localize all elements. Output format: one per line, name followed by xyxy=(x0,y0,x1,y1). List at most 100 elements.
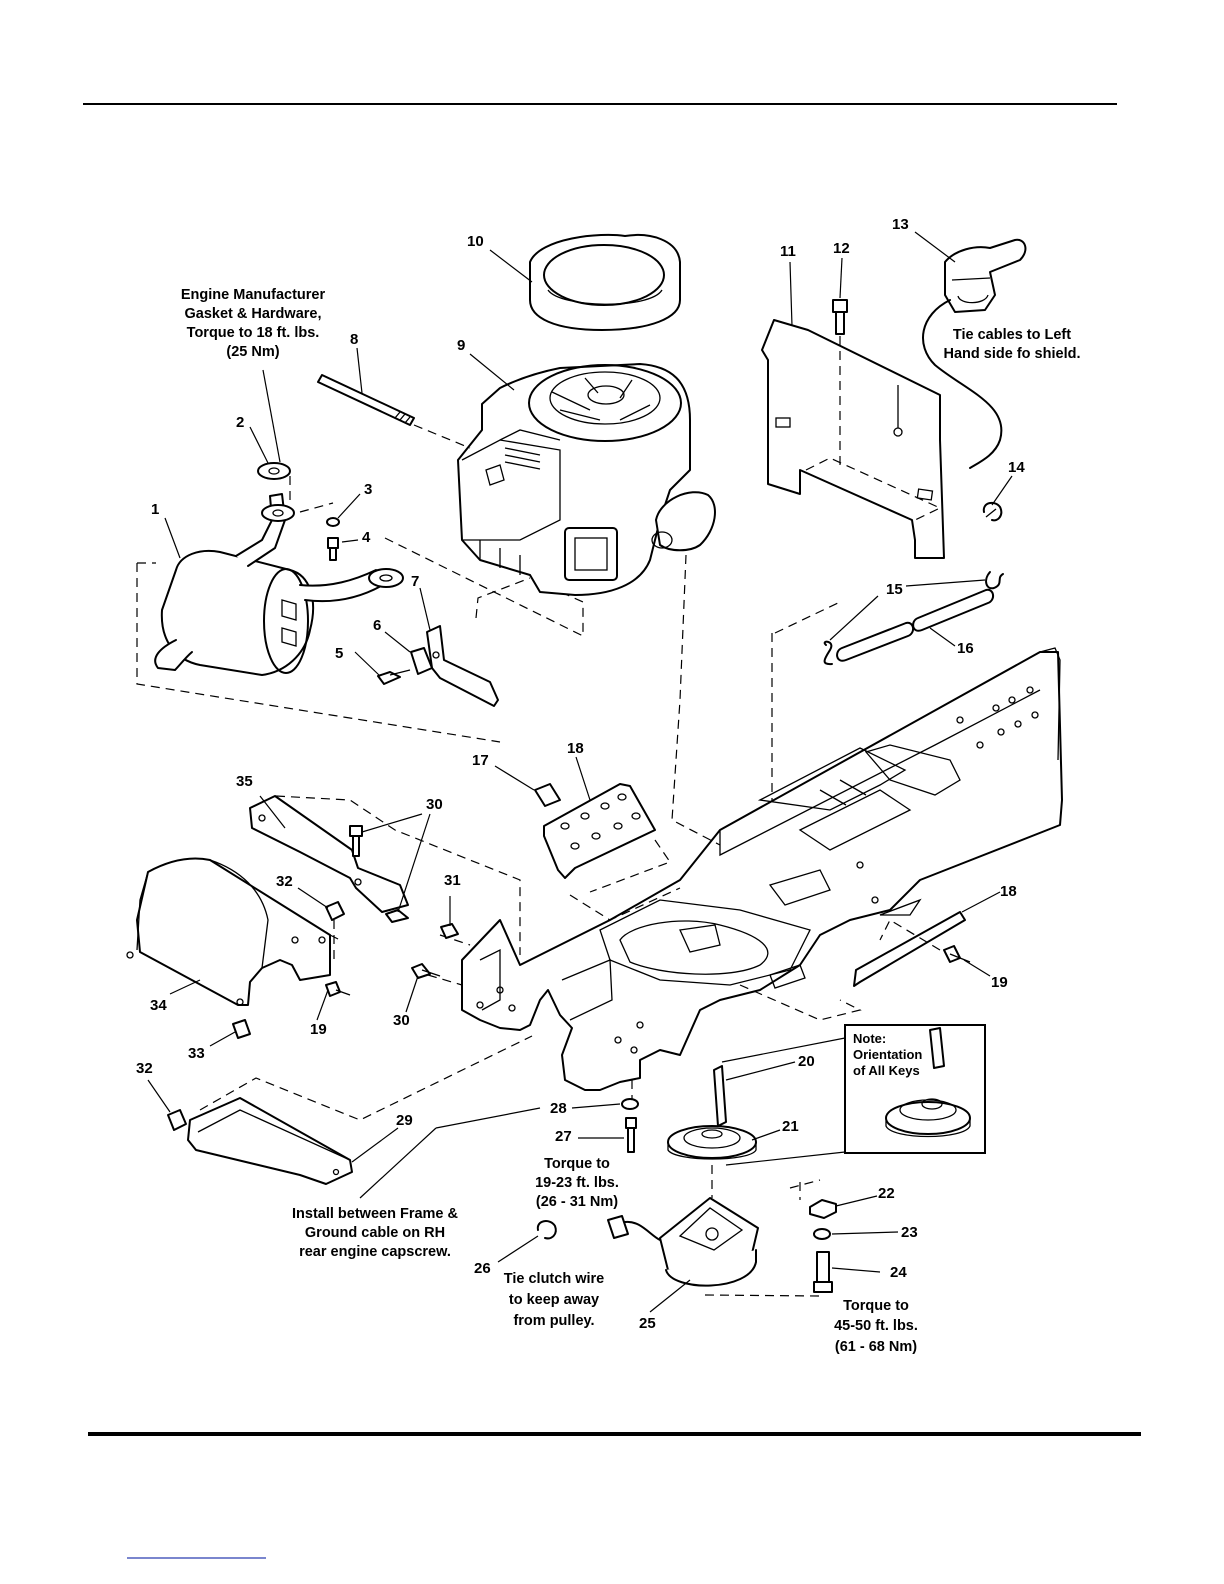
part-25-clutch xyxy=(607,1197,759,1287)
note-torque-27: Torque to 19-23 ft. lbs. (26 - 31 Nm) xyxy=(535,1156,619,1210)
part-30-screw-low xyxy=(411,963,441,979)
callout-29: 29 xyxy=(396,1112,413,1129)
callout-12: 12 xyxy=(833,240,850,257)
callout-5: 5 xyxy=(335,645,343,662)
callout-1: 1 xyxy=(151,501,159,518)
callout-18-upper: 18 xyxy=(567,740,584,757)
callout-4: 4 xyxy=(362,529,371,546)
part-17-clip xyxy=(534,783,561,807)
callout-34: 34 xyxy=(150,997,167,1014)
part-6-clip xyxy=(410,647,433,675)
callouts: 1 2 3 4 5 6 7 8 9 10 11 12 13 14 15 16 1… xyxy=(136,216,1025,1332)
note-torque-24-line3: (61 - 68 Nm) xyxy=(835,1339,917,1355)
callout-20: 20 xyxy=(798,1053,815,1070)
part-35-bracket xyxy=(249,795,409,913)
callout-10: 10 xyxy=(467,233,484,250)
orientation-note-line3: of All Keys xyxy=(853,1063,920,1078)
note-engine-gasket-line1: Engine Manufacturer xyxy=(181,287,326,303)
note-tie-clutch-line2: to keep away xyxy=(509,1292,599,1308)
part-19-screw-right xyxy=(943,945,971,963)
callout-11: 11 xyxy=(780,243,796,260)
note-tie-clutch-line1: Tie clutch wire xyxy=(504,1271,604,1287)
note-tie-cables-line1: Tie cables to Left xyxy=(953,327,1071,343)
part-13-control xyxy=(922,238,1027,469)
callout-26: 26 xyxy=(474,1260,491,1277)
part-4-bolt xyxy=(327,537,339,561)
note-torque-27-line2: 19-23 ft. lbs. xyxy=(535,1175,619,1191)
part-1-muffler xyxy=(154,493,404,676)
part-29-shield xyxy=(187,1097,353,1185)
part-7-bracket xyxy=(426,625,499,707)
note-install-ground-line2: Ground cable on RH xyxy=(305,1225,445,1241)
note-torque-24-line1: Torque to xyxy=(843,1298,909,1314)
orientation-note-box: Note: Orientation of All Keys xyxy=(844,1024,986,1154)
callout-14: 14 xyxy=(1008,459,1025,476)
note-engine-gasket-line3: Torque to 18 ft. lbs. xyxy=(187,325,320,341)
note-tie-clutch: Tie clutch wire to keep away from pulley… xyxy=(504,1271,604,1329)
part-21-pulley xyxy=(667,1125,757,1160)
callout-3: 3 xyxy=(364,481,372,498)
note-engine-gasket: Engine Manufacturer Gasket & Hardware, T… xyxy=(181,287,326,360)
callout-22: 22 xyxy=(878,1185,895,1202)
part-10-cover-ring xyxy=(529,233,681,331)
part-9-engine xyxy=(457,363,716,596)
part-23-washer xyxy=(813,1228,831,1240)
part-12-bolt xyxy=(832,299,848,335)
part-8-stud xyxy=(317,374,415,426)
callout-28: 28 xyxy=(550,1100,567,1117)
callout-35: 35 xyxy=(236,773,253,790)
callout-18-lower: 18 xyxy=(1000,883,1017,900)
part-5-screw xyxy=(377,669,411,685)
part-15-16-tubes xyxy=(823,571,1004,666)
note-torque-24-line2: 45-50 ft. lbs. xyxy=(834,1318,918,1334)
part-26-tie xyxy=(536,1220,557,1240)
note-torque-27-line1: Torque to xyxy=(544,1156,610,1172)
part-28-lockwasher xyxy=(621,1098,639,1110)
part-19-bolt-left xyxy=(325,981,351,997)
part-32-nut-lower xyxy=(167,1109,187,1131)
part-30-bolt-top xyxy=(349,825,363,857)
callout-6: 6 xyxy=(373,617,381,634)
callout-9: 9 xyxy=(457,337,465,354)
note-install-ground-line3: rear engine capscrew. xyxy=(299,1244,451,1260)
callout-31: 31 xyxy=(444,872,461,889)
callout-23: 23 xyxy=(901,1224,918,1241)
callout-19-left: 19 xyxy=(310,1021,327,1038)
callout-16: 16 xyxy=(957,640,974,657)
orientation-note-line2: Orientation xyxy=(853,1047,922,1062)
part-18-plate-lower xyxy=(853,911,966,987)
note-torque-24: Torque to 45-50 ft. lbs. (61 - 68 Nm) xyxy=(834,1298,918,1355)
part-24-bolt xyxy=(813,1251,833,1293)
part-11-shield xyxy=(761,319,945,559)
part-18-plate-upper xyxy=(543,783,656,879)
callout-32-upper: 32 xyxy=(276,873,293,890)
callout-24: 24 xyxy=(890,1264,907,1281)
part-2-gasket xyxy=(257,462,291,480)
frame xyxy=(461,647,1063,1091)
leader-lines xyxy=(147,231,1013,1313)
callout-27: 27 xyxy=(555,1128,572,1145)
callout-33: 33 xyxy=(188,1045,205,1062)
note-tie-cables: Tie cables to Left Hand side fo shield. xyxy=(944,327,1081,362)
callout-2: 2 xyxy=(236,414,244,431)
part-22-nut xyxy=(809,1199,837,1219)
callout-17: 17 xyxy=(472,752,489,769)
callout-25: 25 xyxy=(639,1315,656,1332)
part-33-nut xyxy=(232,1019,251,1039)
callout-32-lower: 32 xyxy=(136,1060,153,1077)
part-30-screw-mid xyxy=(385,909,409,923)
part-32-nut-upper xyxy=(325,901,345,921)
callout-8: 8 xyxy=(350,331,358,348)
note-torque-27-line3: (26 - 31 Nm) xyxy=(536,1194,618,1210)
callout-13: 13 xyxy=(892,216,909,233)
callout-30-lower: 30 xyxy=(393,1012,410,1029)
note-engine-gasket-line4: (25 Nm) xyxy=(226,344,279,360)
callout-21: 21 xyxy=(782,1118,799,1135)
orientation-note-line1: Note: xyxy=(853,1031,886,1046)
part-31-screw xyxy=(440,923,459,939)
part-34-cover xyxy=(126,857,331,1006)
part-3-washer xyxy=(326,517,340,527)
part-20-key xyxy=(713,1065,727,1127)
note-install-ground: Install between Frame & Ground cable on … xyxy=(292,1206,459,1260)
